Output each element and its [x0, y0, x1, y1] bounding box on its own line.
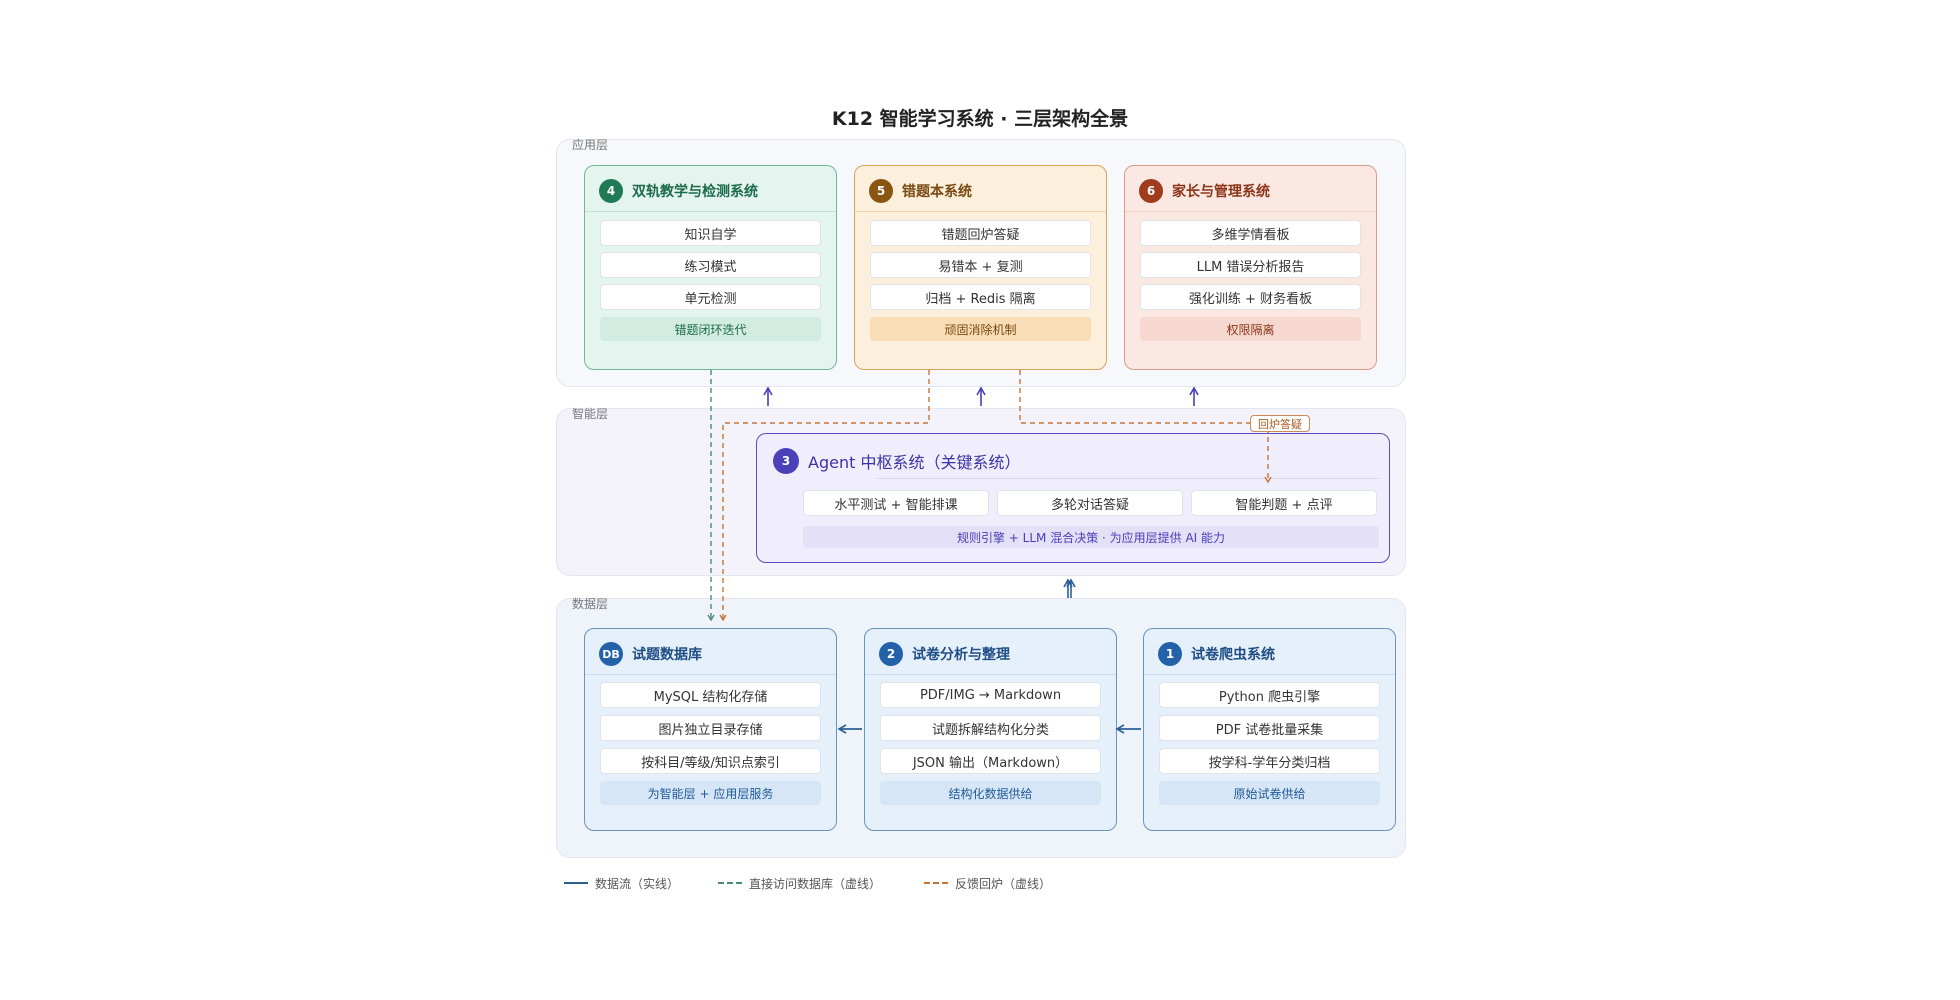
legend-label: 数据流（实线） [595, 876, 680, 891]
card-parent-management[interactable]: 6 家长与管理系统 多维学情看板 LLM 错误分析报告 强化训练 + 财务看板 权… [1124, 165, 1377, 370]
card-footer: 规则引擎 + LLM 混合决策 · 为应用层提供 AI 能力 [803, 526, 1379, 548]
legend-item-feedback: 反馈回炉（虚线） [924, 875, 1051, 891]
card-mistake-notebook[interactable]: 5 错题本系统 错题回炉答疑 易错本 + 复测 归档 + Redis 隔离 顽固消… [854, 165, 1107, 370]
card-title: Agent 中枢系统（关键系统） [808, 453, 1021, 472]
card-badge: 4 [599, 179, 623, 203]
card-title: 试题数据库 [632, 647, 702, 663]
solid-line-swatch [564, 882, 588, 884]
feature-item: 错题回炉答疑 [870, 220, 1091, 246]
card-badge: DB [599, 642, 623, 666]
card-footer: 为智能层 + 应用层服务 [600, 781, 821, 805]
card-title: 家长与管理系统 [1172, 184, 1270, 200]
card-footer: 结构化数据供给 [880, 781, 1101, 805]
feature-item: MySQL 结构化存储 [600, 682, 821, 708]
card-title: 双轨教学与检测系统 [632, 184, 758, 200]
legend-item-direct-db: 直接访问数据库（虚线） [718, 875, 881, 891]
feature-item: 练习模式 [600, 252, 821, 278]
card-badge: 6 [1139, 179, 1163, 203]
card-paper-crawler[interactable]: 1 试卷爬虫系统 Python 爬虫引擎 PDF 试卷批量采集 按学科-学年分类归… [1143, 628, 1396, 831]
legend-label: 反馈回炉（虚线） [955, 876, 1052, 891]
feature-item: 智能判题 + 点评 [1191, 490, 1377, 516]
card-badge: 3 [773, 448, 799, 474]
dashed-line-swatch [718, 882, 742, 884]
card-title: 错题本系统 [902, 184, 972, 200]
feature-item: PDF/IMG → Markdown [880, 682, 1101, 708]
card-badge: 2 [879, 642, 903, 666]
feedback-tag: 回炉答疑 [1250, 415, 1310, 432]
feature-item: 多维学情看板 [1140, 220, 1361, 246]
legend-label: 直接访问数据库（虚线） [749, 876, 882, 891]
feature-item: 图片独立目录存储 [600, 715, 821, 741]
card-paper-analysis[interactable]: 2 试卷分析与整理 PDF/IMG → Markdown 试题拆解结构化分类 JS… [864, 628, 1117, 831]
feature-item: 多轮对话答疑 [997, 490, 1183, 516]
card-title: 试卷爬虫系统 [1191, 647, 1275, 663]
feature-item: 强化训练 + 财务看板 [1140, 284, 1361, 310]
feature-item: 按学科-学年分类归档 [1159, 748, 1380, 774]
application-layer-label: 应用层 [572, 138, 609, 152]
feature-item: 知识自学 [600, 220, 821, 246]
feature-item: Python 爬虫引擎 [1159, 682, 1380, 708]
feedback-to-db [719, 370, 930, 622]
feedback-to-agent [1019, 370, 1272, 484]
data-layer-label: 数据层 [572, 597, 609, 611]
legend-item-data-flow: 数据流（实线） [564, 875, 679, 891]
card-footer: 错题闭环迭代 [600, 317, 821, 341]
card-footer: 顽固消除机制 [870, 317, 1091, 341]
card-footer: 原始试卷供给 [1159, 781, 1380, 805]
feature-item: JSON 输出（Markdown） [880, 748, 1101, 774]
card-title: 试卷分析与整理 [912, 647, 1010, 663]
feature-item: PDF 试卷批量采集 [1159, 715, 1380, 741]
feature-item: 单元检测 [600, 284, 821, 310]
intelligence-layer-label: 智能层 [572, 407, 609, 421]
card-dual-track-teaching[interactable]: 4 双轨教学与检测系统 知识自学 练习模式 单元检测 错题闭环迭代 [584, 165, 837, 370]
card-badge: 5 [869, 179, 893, 203]
card-footer: 权限隔离 [1140, 317, 1361, 341]
feature-item: LLM 错误分析报告 [1140, 252, 1361, 278]
feature-item: 水平测试 + 智能排课 [803, 490, 989, 516]
card-question-database[interactable]: DB 试题数据库 MySQL 结构化存储 图片独立目录存储 按科目/等级/知识点索… [584, 628, 837, 831]
feature-item: 试题拆解结构化分类 [880, 715, 1101, 741]
feature-item: 归档 + Redis 隔离 [870, 284, 1091, 310]
page-title: K12 智能学习系统 · 三层架构全景 [831, 108, 1129, 130]
card-agent-hub[interactable]: 3 Agent 中枢系统（关键系统） 水平测试 + 智能排课 多轮对话答疑 智能判… [756, 433, 1390, 563]
card-badge: 1 [1158, 642, 1182, 666]
dashed-line-swatch [924, 882, 948, 884]
feature-item: 易错本 + 复测 [870, 252, 1091, 278]
feature-item: 按科目/等级/知识点索引 [600, 748, 821, 774]
